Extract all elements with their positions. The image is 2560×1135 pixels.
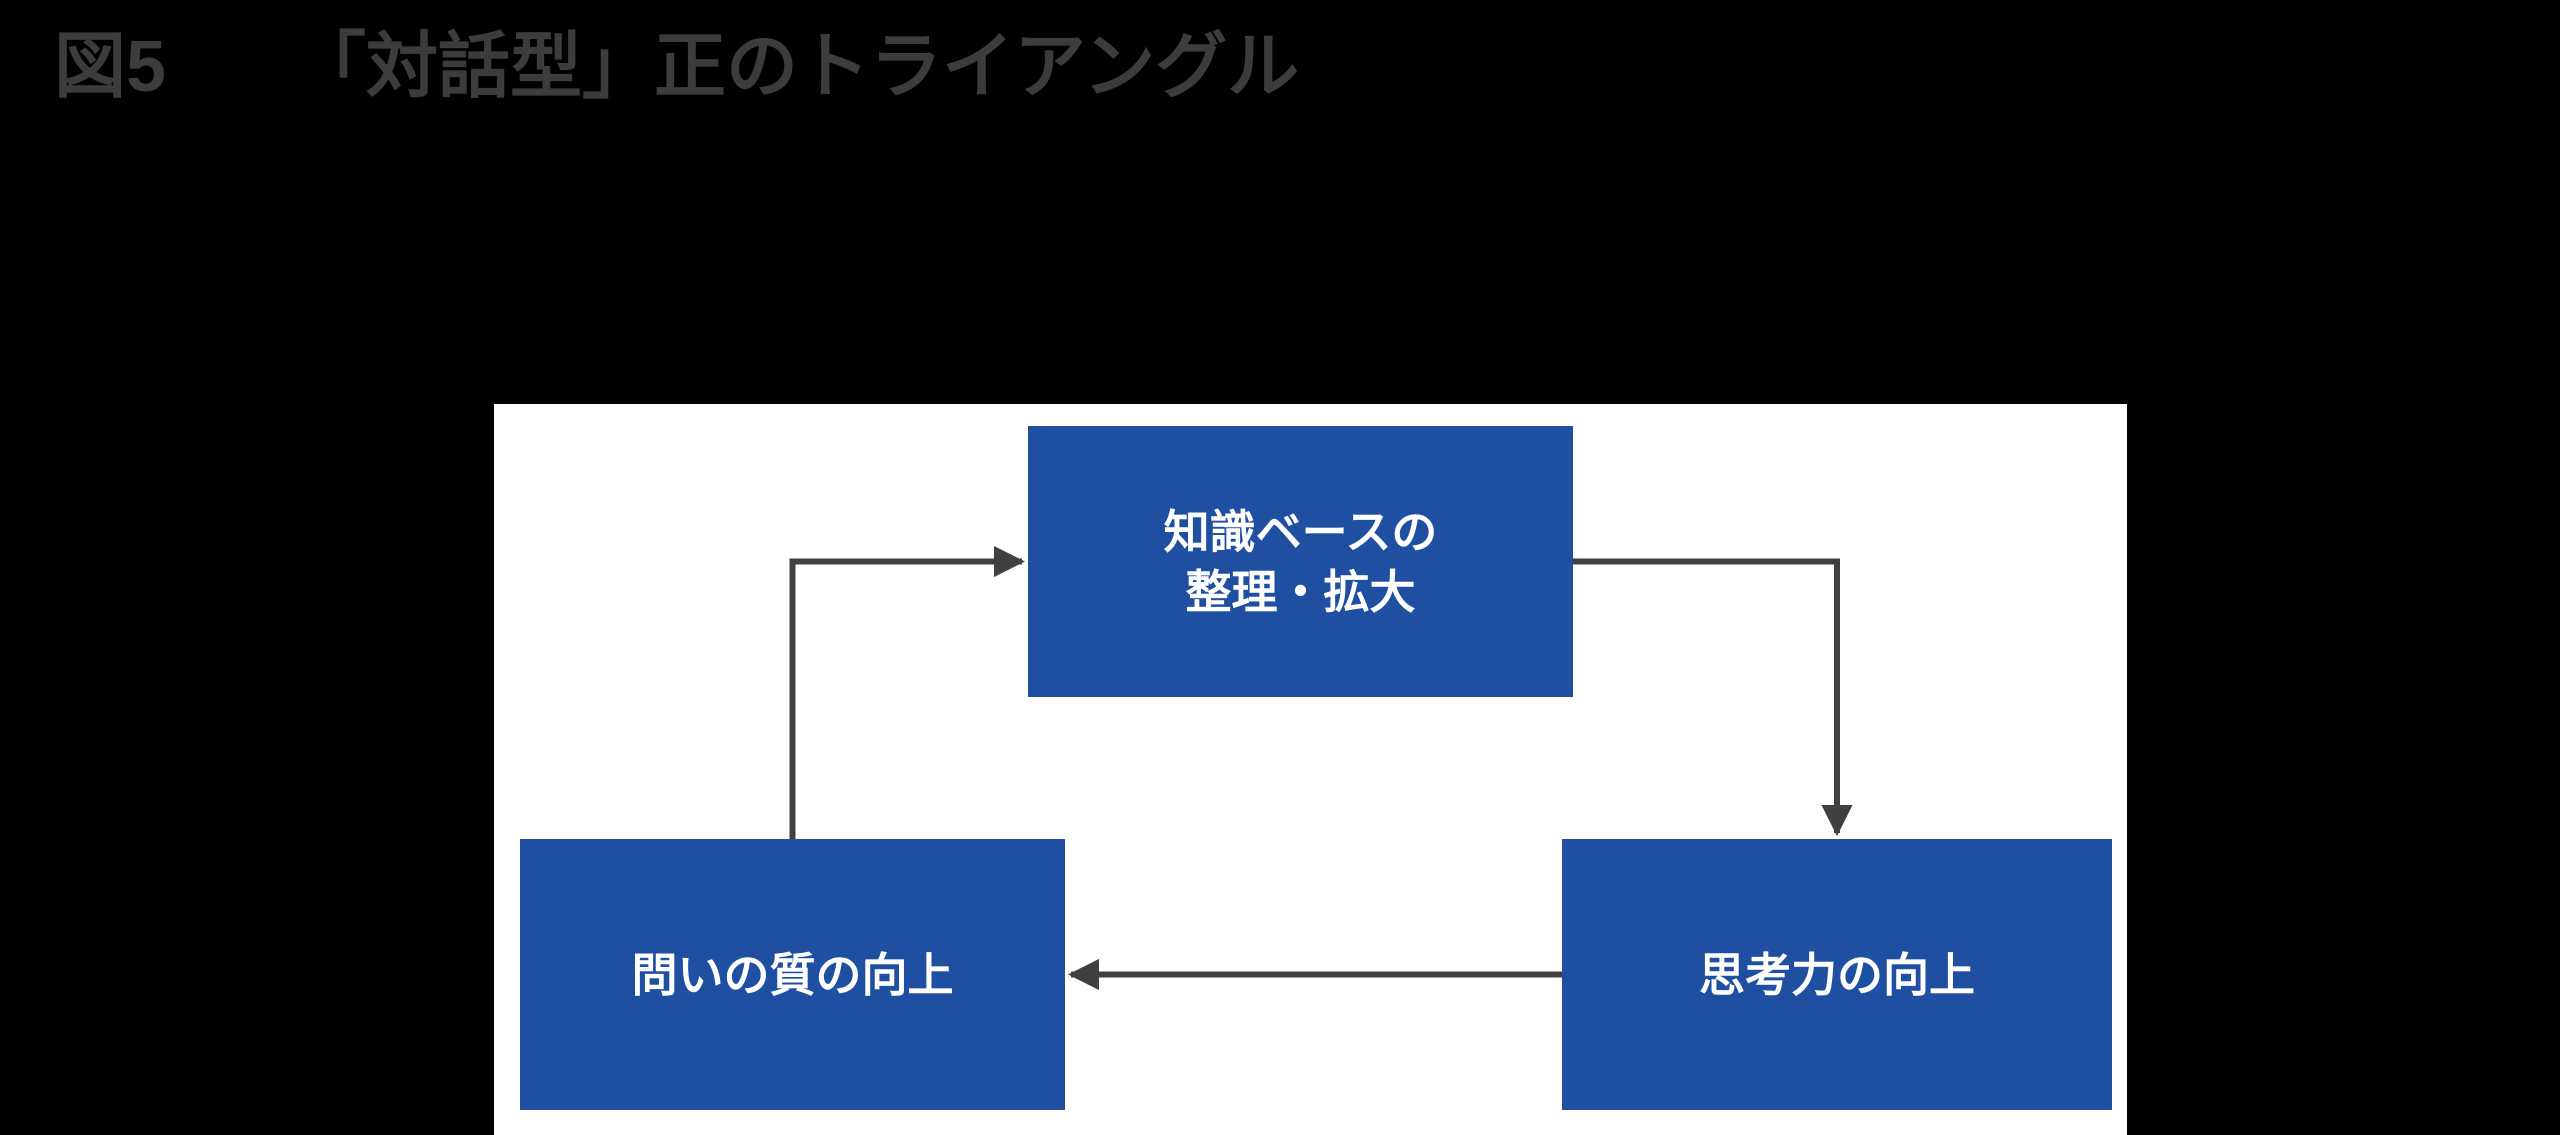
figure-title: 図5 「対話型」正のトライアングル <box>54 27 1300 107</box>
node-thinking-ability-label: 思考力の向上 <box>1699 948 1975 1001</box>
node-thinking-ability: 思考力の向上 <box>1562 839 2112 1110</box>
node-knowledge-base-line1: 知識ベースの <box>1163 505 1438 558</box>
diagram-panel: 知識ベースの 整理・拡大 問いの質の向上 思考力の向上 <box>494 404 2127 1135</box>
figure-number-label: 図5 <box>54 27 167 107</box>
node-question-quality: 問いの質の向上 <box>520 839 1065 1110</box>
node-knowledge-base: 知識ベースの 整理・拡大 <box>1028 426 1573 697</box>
arrow-knowledge-base-to-thinking-ability <box>1573 558 1853 837</box>
arrow-question-quality-to-knowledge-base <box>789 545 1026 839</box>
node-knowledge-base-line2: 整理・拡大 <box>1185 565 1416 618</box>
diagram-edges <box>789 545 1853 991</box>
figure-title-text: 「対話型」正のトライアングル <box>294 27 1300 107</box>
node-question-quality-label: 問いの質の向上 <box>631 948 954 1001</box>
